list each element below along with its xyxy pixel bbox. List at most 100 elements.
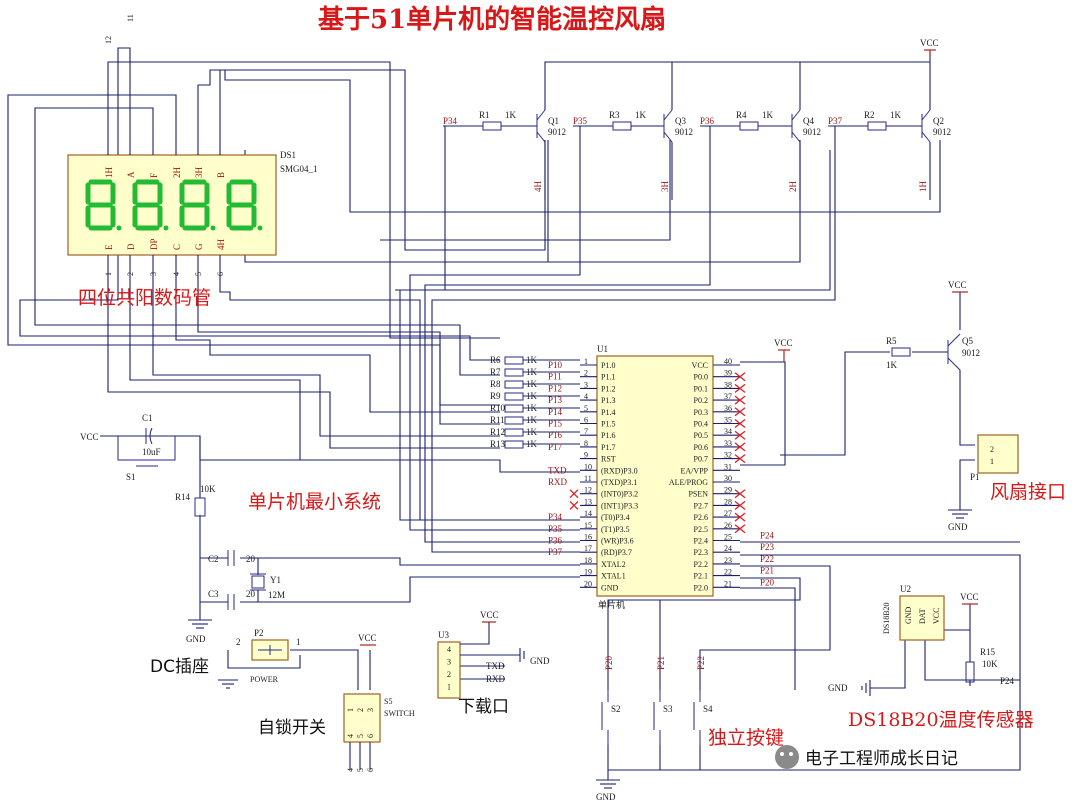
key-net-label: P21 <box>656 656 666 670</box>
key-ref: S4 <box>703 704 713 714</box>
p2-ref: P2 <box>254 628 264 638</box>
display-bottom-pin-number: 4 <box>172 272 181 276</box>
driver-q-model: 9012 <box>933 127 951 137</box>
digit-2 <box>132 179 169 231</box>
switch-vcc-label: VCC <box>358 633 377 643</box>
mcu-left-net-label: P16 <box>548 430 563 440</box>
mcu-left-pin-name: (INT1)P3.3 <box>601 501 638 510</box>
segment-resistor-ref: R12 <box>490 427 505 437</box>
mcu-right-pin-number: 24 <box>724 544 732 553</box>
mcu-right-pin-name: P2.2 <box>694 560 708 569</box>
ds18b20-sensor: U2 DS18B20 GND DAT VCC VCC R15 10K P24 G… <box>828 584 1034 731</box>
sensor-vcc-label: VCC <box>960 592 979 602</box>
p2-dc-socket: P2 2 1 POWER <box>236 628 301 684</box>
r14-value: 10K <box>200 484 216 494</box>
fan-circuit: VCC R5 1K Q5 9012 2 1 P1 GND 风扇接口 <box>886 280 1066 532</box>
p2-label: POWER <box>250 675 279 684</box>
display-ref: DS1 <box>280 150 296 160</box>
fan-vcc-label: VCC <box>948 280 967 290</box>
r5-ref: R5 <box>886 336 897 346</box>
mcu-right-pin-name: ALE/PROG <box>669 478 708 487</box>
mcu-left-pin-number: 19 <box>584 568 592 577</box>
driver-res-value: 1K <box>890 110 902 120</box>
mcu-right-pin-name: P0.4 <box>694 420 708 429</box>
r15-ref: R15 <box>980 647 996 657</box>
c3-value: 20 <box>246 589 256 599</box>
c3-capacitor: C3 20 <box>208 589 256 610</box>
driver-q-ref: Q2 <box>933 116 944 126</box>
display-top-pin-label: 2H <box>172 167 182 179</box>
y1-ref: Y1 <box>270 575 281 585</box>
driver-vcc-symbol: VCC <box>920 38 939 56</box>
mcu-left-net-label: P35 <box>548 524 563 534</box>
mcu-left-pin-number: 11 <box>584 474 592 483</box>
fan-gnd: GND <box>948 509 972 532</box>
display-top-pin-number: 12 <box>104 36 113 44</box>
display-bottom-pin-number: 5 <box>194 272 203 276</box>
s5-pin-number: 1 <box>346 708 355 712</box>
segment-resistor-ref: R6 <box>490 355 501 365</box>
display-bottom-pin-number: 3 <box>149 272 158 276</box>
mcu-left-net-label: TXD <box>548 465 567 475</box>
display-model: SMG04_1 <box>280 164 318 174</box>
mcu-left-pin-number: 16 <box>584 533 592 542</box>
c2-ref: C2 <box>208 554 219 564</box>
mcu-left-pin-name: P1.2 <box>601 384 615 393</box>
download-port-title: 下载口 <box>458 697 509 717</box>
q5-transistor: Q5 9012 <box>947 333 980 371</box>
mcu-right-pin-name: P2.1 <box>694 572 708 581</box>
sensor-pin-dat: DAT <box>918 608 927 624</box>
r15-value: 10K <box>982 659 998 669</box>
mcu-right-pin-number: 28 <box>724 497 732 506</box>
dc-gnd <box>218 679 238 689</box>
mcu-left-net-label: P36 <box>548 536 563 546</box>
mcu-left-pin-number: 7 <box>584 427 588 436</box>
mcu-right-pin-name: P0.0 <box>694 373 708 382</box>
driver-output-label: 1H <box>918 181 928 193</box>
mcu-right-pin-name: P0.2 <box>694 396 708 405</box>
mcu-right-pin-name: P0.6 <box>694 443 708 452</box>
mcu-right-pin-number: 38 <box>724 380 732 389</box>
sensor-gnd: GND <box>828 680 871 696</box>
q5-ref: Q5 <box>962 336 973 346</box>
mcu-left-pin-name: P1.7 <box>601 443 615 452</box>
digit-4 <box>226 179 263 231</box>
watermark: 电子工程师成长日记 <box>775 745 958 769</box>
min-system-gnd: GND <box>186 619 212 644</box>
min-system-title: 单片机最小系统 <box>248 491 381 513</box>
display-top-pin-label: F <box>149 173 159 178</box>
mcu-right-pin-number: 22 <box>724 568 732 577</box>
s5-pin-number: 4 <box>346 734 355 738</box>
mcu-right-pin-number: 34 <box>724 427 732 436</box>
p1-pin-1: 1 <box>990 457 994 466</box>
keys-gnd-label: GND <box>596 792 616 802</box>
display-pins: 121H11A10F92H83H7B1E2D3DP4C5G64H <box>104 14 226 280</box>
mcu-left-pin-number: 3 <box>584 380 588 389</box>
mcu-ref: U1 <box>597 344 608 354</box>
mcu-left-pin-number: 1 <box>584 357 588 366</box>
mcu-left-pin-name: RST <box>601 455 616 464</box>
u3-rxd: RXD <box>486 674 506 684</box>
mcu-left-pin-number: 8 <box>584 439 588 448</box>
mcu-left-pin-name: P1.3 <box>601 396 615 405</box>
mcu-right-pin-number: 21 <box>724 579 732 588</box>
driver-net-label: P35 <box>573 116 588 126</box>
s5-pin-number: 4 <box>346 768 355 772</box>
mcu-right-pin-name: P2.5 <box>694 525 708 534</box>
s5-pin-number: 3 <box>366 708 375 712</box>
mcu-right-pin-number: 31 <box>724 462 732 471</box>
driver-res-ref: R4 <box>736 110 747 120</box>
